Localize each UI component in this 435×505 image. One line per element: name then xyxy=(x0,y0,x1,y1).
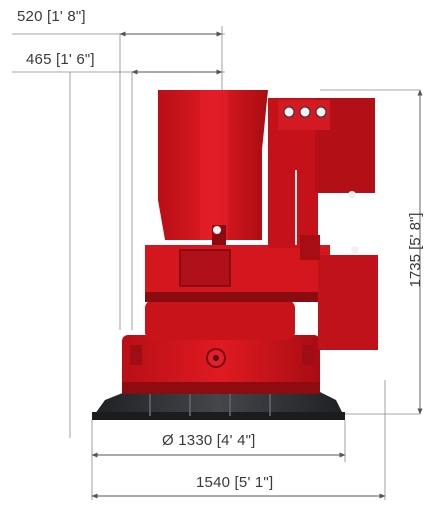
extension-lines xyxy=(12,26,420,500)
valve-assembly xyxy=(268,98,378,350)
rotator-housing xyxy=(122,300,320,394)
side-plate xyxy=(179,249,231,287)
dim-overall-height-label: 1735 [5' 8"] xyxy=(407,212,424,288)
dim-inner-width-label: 465 [1' 6"] xyxy=(26,51,95,68)
dim-top-width-label: 520 [1' 8"] xyxy=(17,8,86,25)
base-plate xyxy=(92,392,345,420)
upper-column xyxy=(158,90,268,245)
dim-overall-width-label: 1540 [5' 1"] xyxy=(196,474,274,491)
mid-frame xyxy=(145,245,330,302)
dim-base-diameter-label: Ø 1330 [4' 4"] xyxy=(162,432,256,449)
dimension-lines xyxy=(91,31,423,499)
